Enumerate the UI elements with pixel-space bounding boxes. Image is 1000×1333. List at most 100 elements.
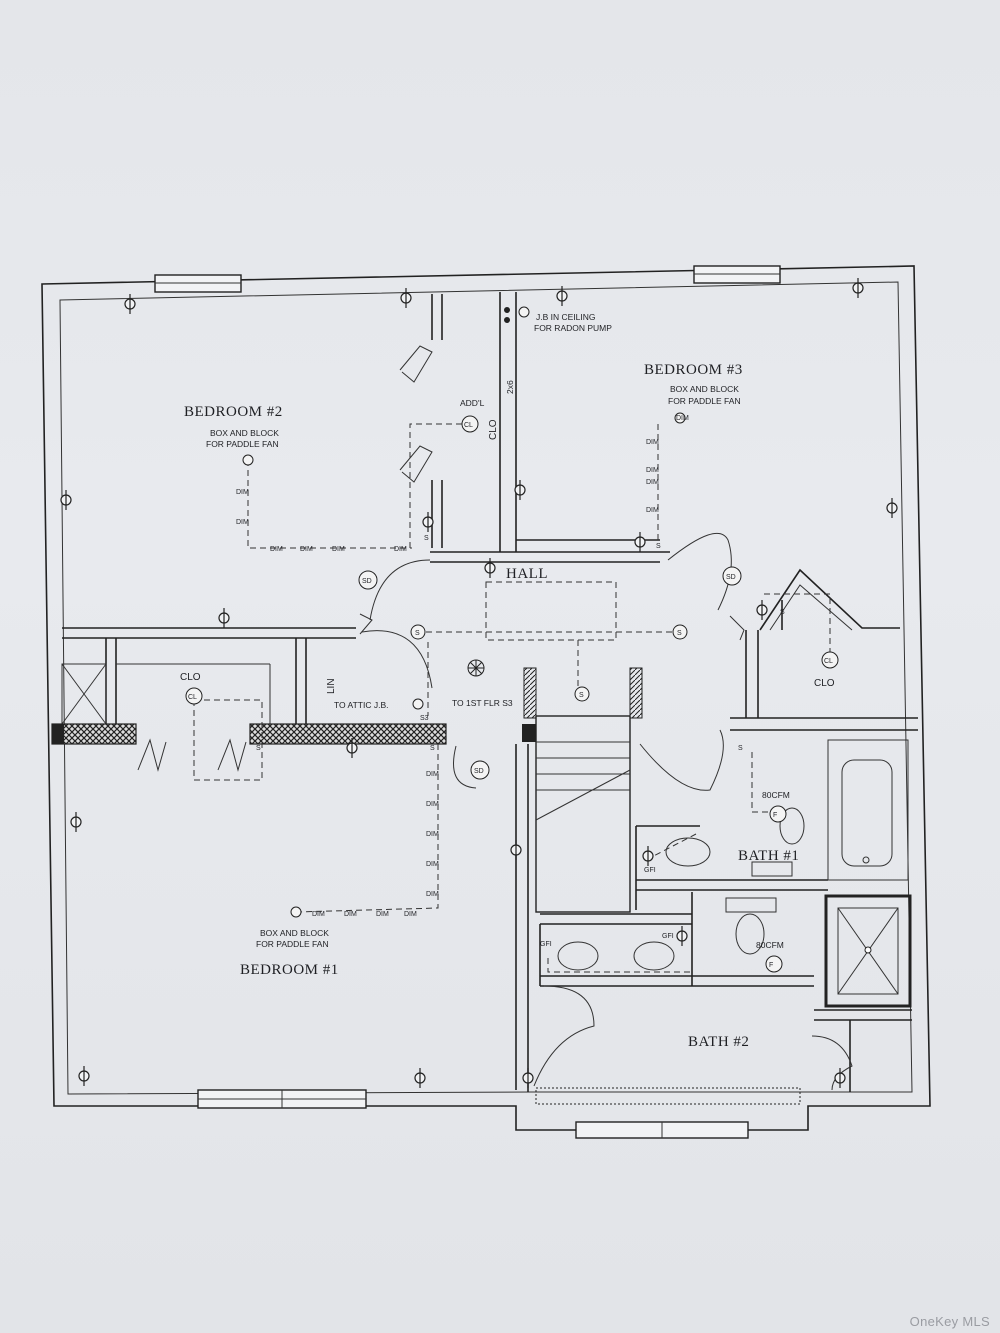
- svg-text:FOR PADDLE FAN: FOR PADDLE FAN: [256, 939, 329, 949]
- dimmer-label: DIM: [394, 546, 407, 553]
- svg-text:ADD'L: ADD'L: [460, 398, 485, 408]
- outlet-icon: [634, 532, 646, 552]
- paddle-fan-box: [674, 412, 686, 424]
- shower: [824, 894, 912, 1008]
- outlet-icon: [642, 846, 654, 866]
- dimmer-label: DIM: [426, 861, 439, 868]
- closet-label: CLO: [488, 419, 499, 440]
- circuit-lines: [193, 423, 831, 973]
- notes: BOX AND BLOCK FOR PADDLE FAN BOX AND BLO…: [206, 312, 790, 950]
- junction-box: [518, 306, 530, 318]
- dimmer-label: DIM: [646, 507, 659, 514]
- svg-text:S: S: [677, 630, 682, 637]
- outlets: [60, 278, 898, 1088]
- svg-text:J.B IN CEILING: J.B IN CEILING: [536, 312, 596, 322]
- linen-label: LIN: [326, 678, 337, 694]
- svg-text:S: S: [256, 745, 261, 752]
- bath2-label: BATH #2: [688, 1034, 749, 1050]
- outlet-icon: [346, 738, 358, 758]
- outlet-icon: [556, 286, 568, 306]
- doors: [137, 345, 853, 1091]
- svg-text:S: S: [780, 609, 785, 616]
- dimmer-label: DIM: [376, 911, 389, 918]
- exhaust-fan: F: [769, 805, 787, 823]
- outlet-icon: [522, 1068, 534, 1088]
- dimmer-label: DIM: [646, 467, 659, 474]
- svg-text:FOR RADON PUMP: FOR RADON PUMP: [534, 323, 612, 333]
- svg-text:SD: SD: [726, 574, 736, 581]
- svg-text:SD: SD: [474, 768, 484, 775]
- svg-text:BOX AND BLOCK: BOX AND BLOCK: [260, 928, 329, 938]
- outlet-icon: [124, 294, 136, 314]
- paddle-fan-box: [242, 454, 254, 466]
- svg-text:S3: S3: [420, 715, 429, 722]
- svg-text:FOR PADDLE FAN: FOR PADDLE FAN: [668, 396, 741, 406]
- dimmer-label: DIM: [426, 801, 439, 808]
- svg-text:80CFM: 80CFM: [762, 790, 790, 800]
- dimmer-label: DIM: [236, 489, 249, 496]
- outlet-icon: [60, 490, 72, 510]
- svg-text:F: F: [769, 962, 773, 969]
- dimmer-label: DIM: [236, 519, 249, 526]
- svg-text:2x6: 2x6: [505, 380, 515, 394]
- svg-text:S: S: [738, 745, 743, 752]
- outlet-icon: [218, 608, 230, 628]
- svg-text:S: S: [424, 535, 429, 542]
- bedroom1-label: BEDROOM #1: [240, 962, 339, 978]
- svg-text:80CFM: 80CFM: [756, 940, 784, 950]
- svg-text:S: S: [656, 543, 661, 550]
- closet-label: CLO: [180, 672, 201, 683]
- smoke-detector: SD: [722, 566, 742, 586]
- room-labels: BEDROOM #2 BEDROOM #3 BEDROOM #1 BATH #1…: [180, 362, 835, 1050]
- dimmer-labels: DIM DIM DIM DIM DIM DIM DIM DIM DIM DIM DIM DIM DIM D…: [236, 415, 689, 918]
- smoke-detector: SD: [470, 760, 490, 780]
- windows: [154, 265, 801, 1139]
- ceiling-light: CL: [821, 651, 839, 669]
- outlet-icon: [510, 840, 522, 860]
- outlet-icon: [422, 512, 434, 532]
- bathtub: [827, 739, 909, 881]
- bedroom3-label: BEDROOM #3: [644, 362, 743, 378]
- interior-walls: [51, 292, 918, 1092]
- outlet-icon: [70, 812, 82, 832]
- svg-text:CL: CL: [824, 658, 833, 665]
- svg-text:GFI: GFI: [662, 933, 674, 940]
- switch-symbols: S S S CL CL CL F F: [185, 306, 839, 973]
- svg-text:GFI: GFI: [540, 941, 552, 948]
- outlet-icon: [834, 1068, 846, 1088]
- svg-text:GFI: GFI: [644, 867, 656, 874]
- svg-text:BOX AND BLOCK: BOX AND BLOCK: [670, 384, 739, 394]
- hall-label: HALL: [506, 566, 548, 582]
- dimmer-label: DIM: [344, 911, 357, 918]
- sinks: [557, 807, 805, 971]
- dimmer-label: DIM: [676, 415, 689, 422]
- outlet-icon: [676, 926, 688, 946]
- dimmer-label: DIM: [646, 479, 659, 486]
- dimmer-label: DIM: [404, 911, 417, 918]
- watermark: OneKey MLS: [909, 1314, 990, 1329]
- svg-text:FOR PADDLE FAN: FOR PADDLE FAN: [206, 439, 279, 449]
- closet-label: CLO: [814, 678, 835, 689]
- outlet-icon: [484, 558, 496, 578]
- bedroom2-label: BEDROOM #2: [184, 404, 283, 420]
- svg-text:CL: CL: [188, 694, 197, 701]
- ceiling-light: CL: [185, 687, 203, 705]
- dimmer-label: DIM: [332, 546, 345, 553]
- svg-text:BOX AND BLOCK: BOX AND BLOCK: [210, 428, 279, 438]
- exhaust-fan: F: [765, 955, 783, 973]
- outlet-icon: [414, 1068, 426, 1088]
- outlet-icon: [756, 600, 768, 620]
- smoke-detector: SD: [358, 570, 378, 590]
- svg-text:S: S: [415, 630, 420, 637]
- switch: S: [672, 624, 688, 640]
- bath1-label: BATH #1: [738, 848, 799, 864]
- outlet-icon: [514, 480, 526, 500]
- smoke-detectors: SD SD SD: [358, 566, 742, 780]
- outlet-icon: [78, 1066, 90, 1086]
- switch: S: [410, 624, 426, 640]
- svg-text:S: S: [579, 692, 584, 699]
- dimmer-label: DIM: [312, 911, 325, 918]
- exhaust-vent: [467, 659, 485, 677]
